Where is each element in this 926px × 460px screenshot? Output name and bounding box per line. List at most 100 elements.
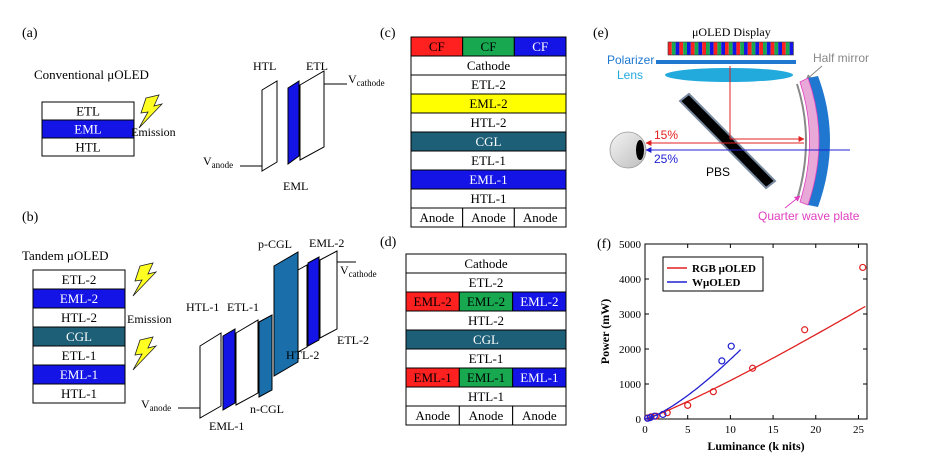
lightning-icon	[132, 336, 158, 371]
stack-d-cell-label: Cathode	[464, 256, 508, 271]
legend-entry: RGB μOLED	[692, 263, 756, 275]
display-frame	[667, 41, 794, 56]
stack-d-cell	[512, 405, 567, 426]
stack-c-cell	[513, 207, 567, 228]
panel-c-label: (c)	[380, 26, 396, 41]
eml1-label: EML-1	[209, 419, 244, 433]
y-tick-label: 4000	[619, 274, 642, 286]
display-pixel	[747, 42, 752, 55]
lens	[665, 68, 793, 82]
stack-c-cell-label: CGL	[476, 134, 502, 149]
x-tick-label: 5	[685, 424, 691, 436]
v-anode-b: Vanode	[141, 397, 171, 413]
display-pixel	[755, 42, 760, 55]
display-pixel	[721, 42, 725, 55]
stack-d-cell-label: HTL-1	[468, 389, 504, 404]
display-pixel	[785, 42, 790, 55]
stack-c-cell-label: Cathode	[467, 58, 511, 73]
eml2-label: EML-2	[309, 236, 344, 250]
emission-label-a: Emission	[131, 125, 176, 139]
data-point	[709, 388, 717, 396]
display-pixel	[778, 42, 782, 55]
data-point	[801, 326, 809, 334]
x-axis-label: Luminance (k nits)	[707, 439, 804, 453]
display-pixel	[702, 42, 706, 55]
half-mirror	[796, 83, 807, 201]
display-pixel	[706, 42, 710, 55]
stack-c-cell-label: ETL-2	[471, 77, 506, 92]
display-pixel	[770, 42, 775, 55]
stack-d-cell-label: HTL-2	[468, 313, 504, 328]
display-pixel	[759, 42, 763, 55]
display-pixel	[683, 42, 687, 55]
tandem-layer-label: ETL-2	[62, 272, 97, 287]
oled-display-pixels	[667, 41, 794, 56]
data-point	[748, 364, 757, 372]
y-axis-label: Power (mW)	[598, 299, 612, 364]
conventional-layer	[41, 137, 135, 157]
display-pixel	[687, 42, 691, 55]
panel-a-title: Conventional μOLED	[34, 67, 149, 82]
eye-pupil	[636, 140, 644, 160]
y-tick-label: 0	[636, 414, 642, 426]
pct-blue-label: 25%	[654, 152, 678, 166]
band-diagram-a: HTL ETL EML Vcathode Vanode	[203, 59, 385, 193]
stack-d-cell-label: EML-2	[520, 294, 558, 309]
stack-d-cell-label: EML-1	[520, 370, 558, 385]
display-pixel	[725, 42, 729, 55]
polarizer	[656, 60, 796, 64]
display-label: μOLED Display	[692, 25, 771, 39]
stack-c-cell-label: HTL-1	[470, 191, 506, 206]
display-pixel	[766, 42, 771, 55]
conventional-layer-label: HTL	[75, 140, 100, 155]
stack-c-cell-label: Anode	[471, 210, 506, 225]
v-cathode-b: Vcathode	[340, 263, 377, 279]
panel-e-label: (e)	[593, 26, 609, 41]
stack-c-cell-label: EML-1	[469, 172, 507, 187]
htl2-label: HTL-2	[286, 348, 319, 362]
y-tick-label: 1000	[619, 379, 642, 391]
display-pixel	[713, 42, 718, 55]
x-tick-label: 25	[853, 424, 865, 436]
display-pixel	[717, 42, 722, 55]
display-pixel	[789, 42, 794, 55]
etl1-label: ETL-1	[227, 300, 259, 314]
stack-c-cell-label: CF	[429, 39, 445, 54]
stack-d-cell-label: EML-1	[467, 370, 505, 385]
panel-f-label: (f)	[597, 237, 611, 252]
stack-d-cell-label: ETL-2	[469, 275, 504, 290]
stack-c-cell-label: Anode	[523, 210, 558, 225]
stack-d-cell-label: Anode	[522, 408, 557, 423]
stack-c-cell-label: Anode	[419, 210, 454, 225]
stack-d-cell-label: Anode	[415, 408, 450, 423]
y-tick-label: 2000	[619, 344, 642, 356]
data-point	[718, 357, 726, 365]
display-pixel	[751, 42, 756, 55]
lightning-icon	[138, 94, 164, 129]
display-pixel	[675, 42, 680, 55]
legend	[662, 256, 764, 292]
data-point	[647, 413, 655, 421]
x-tick-label: 15	[768, 424, 780, 436]
polarizer-label: Polarizer	[607, 53, 654, 67]
stack-d-cell-label: CGL	[473, 332, 499, 347]
v-anode-a: Vanode	[203, 154, 233, 170]
display-pixel	[679, 42, 684, 55]
stack-d-cell-label: EML-1	[414, 370, 452, 385]
stack-d-cell-label: Anode	[469, 408, 504, 423]
x-tick-label: 20	[810, 424, 822, 436]
stack-c-cell-label: HTL-2	[470, 115, 506, 130]
lightning-icon	[132, 262, 158, 297]
panel-b: (b) Tandem μOLED ETL-2EML-2HTL-2CGLETL-1…	[22, 210, 377, 433]
htl1-label: HTL-1	[186, 300, 219, 314]
panel-d-label: (d)	[380, 235, 397, 250]
tandem-layer-label: HTL-1	[61, 386, 97, 401]
